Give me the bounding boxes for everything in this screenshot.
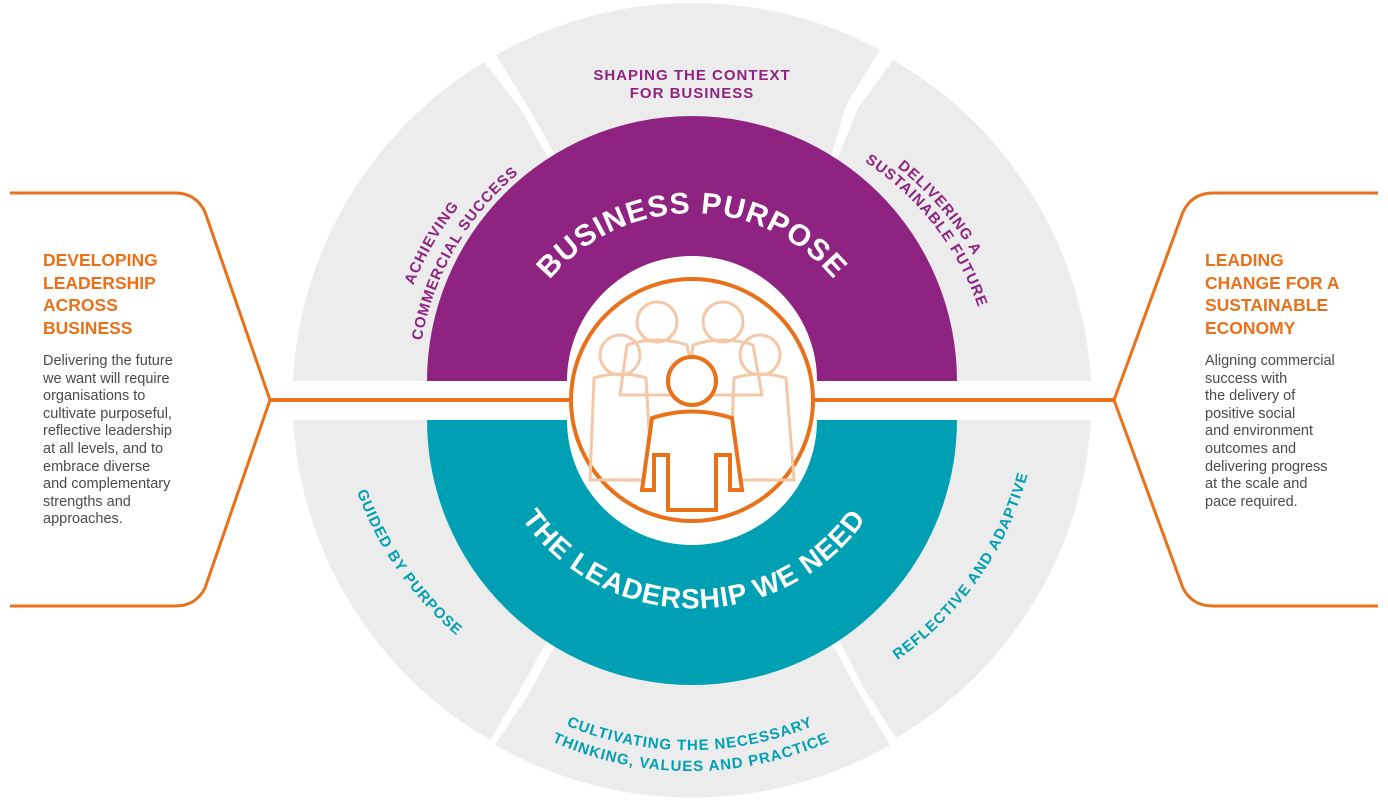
right-heading-line: LEADING (1205, 250, 1284, 270)
left-heading-line: DEVELOPING (43, 250, 158, 270)
right-body-line: and environment (1205, 423, 1314, 440)
left-body-line: organisations to (43, 388, 146, 405)
outer-ring-bottom-left-segment (293, 420, 552, 740)
shaping-context-label-line2: FOR BUSINESS (630, 85, 755, 102)
left-body-line: cultivate purposeful, (43, 405, 172, 422)
right-body-line: delivering progress (1205, 458, 1328, 475)
business-purpose-arc (427, 116, 957, 381)
right-body-line: the delivery of (1205, 388, 1296, 405)
left-heading-line: LEADERSHIP (43, 272, 156, 293)
left-body-line: reflective leadership (43, 423, 172, 440)
right-panel-body: Aligning commercial success with the del… (1205, 353, 1335, 511)
outer-ring-bottom-middle-segment (495, 640, 890, 798)
left-heading-line: BUSINESS (43, 317, 133, 338)
people-group-icon (569, 277, 815, 523)
right-body-line: pace required. (1205, 493, 1298, 510)
left-body-line: we want will require (43, 370, 170, 387)
left-panel-heading: DEVELOPING LEADERSHIP ACROSS BUSINESS (43, 249, 158, 339)
right-body-line: Aligning commercial (1205, 353, 1335, 369)
right-body-line: positive social (1205, 405, 1296, 422)
left-body-line: embrace diverse (43, 458, 151, 475)
right-bracket (1112, 191, 1378, 608)
shaping-context-label-line1: SHAPING THE CONTEXT (593, 67, 790, 84)
outer-ring-top-middle-segment (496, 2, 880, 161)
left-body-line: at all levels, and to (43, 440, 164, 457)
right-heading-line: ECONOMY (1205, 317, 1296, 338)
left-body-line: Delivering the future (43, 353, 173, 369)
right-body-line: at the scale and (1205, 476, 1308, 493)
outer-ring-top-right-segment (835, 60, 1091, 381)
left-heading-line: ACROSS (43, 295, 118, 315)
left-bracket (10, 191, 272, 608)
left-body-line: and complementary (43, 476, 171, 493)
left-panel-body: Delivering the future we want will requi… (43, 353, 173, 529)
outer-ring-bottom-right-segment (835, 420, 1091, 738)
right-body-line: success with (1205, 370, 1288, 387)
right-heading-line: CHANGE FOR A (1205, 272, 1340, 293)
outer-ring (293, 2, 1091, 798)
outer-ring-top-left-segment (293, 62, 552, 381)
leadership-we-need-arc (427, 420, 957, 685)
right-body-line: outcomes and (1205, 440, 1297, 457)
left-body-line: approaches. (43, 511, 123, 528)
right-panel-heading: LEADING CHANGE FOR A SUSTAINABLE ECONOMY (1205, 249, 1340, 339)
left-body-line: strengths and (43, 493, 131, 510)
right-heading-line: SUSTAINABLE (1205, 295, 1329, 315)
